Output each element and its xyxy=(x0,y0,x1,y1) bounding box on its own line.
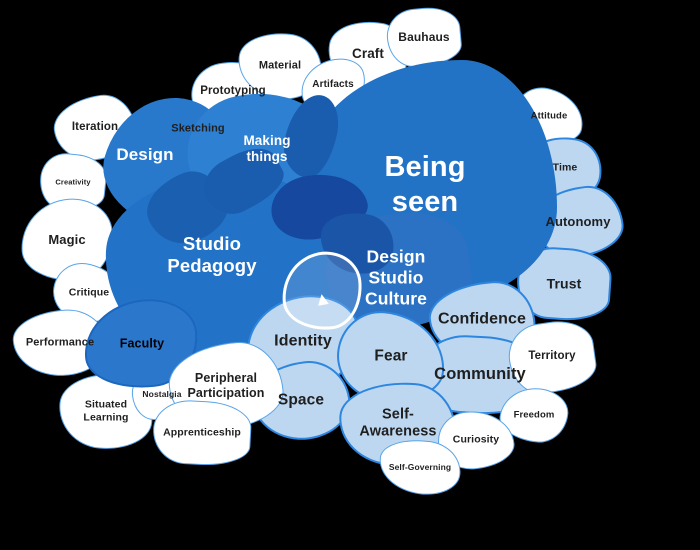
bubble-apprenticeship xyxy=(151,398,253,468)
